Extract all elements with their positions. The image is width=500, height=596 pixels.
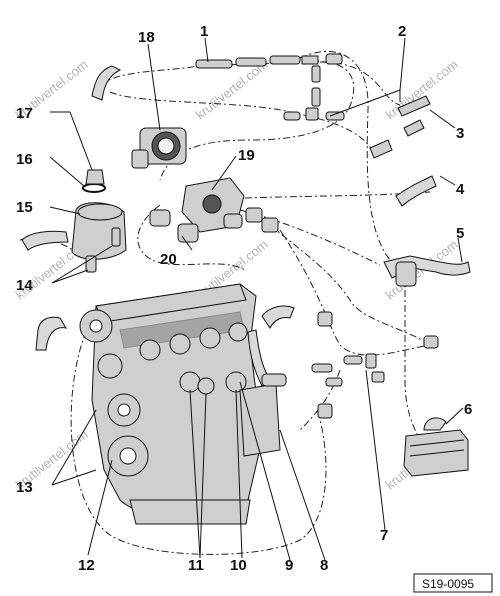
callout-11: 11 (188, 557, 204, 574)
callout-5: 5 (456, 225, 464, 242)
callout-labels: 1 2 3 4 5 6 7 8 9 10 11 12 13 14 15 16 1… (16, 23, 472, 574)
callout-14: 14 (16, 277, 33, 294)
throttle-body (131, 127, 187, 169)
watermark: krutilvertel.com (383, 57, 461, 123)
callout-6: 6 (464, 401, 472, 418)
callout-12: 12 (78, 557, 95, 574)
callout-3: 3 (456, 125, 464, 142)
coolant-flange (149, 177, 279, 243)
callout-2: 2 (398, 23, 406, 40)
callout-13: 13 (16, 479, 33, 496)
leader-lines (49, 37, 464, 561)
heat-exchanger (403, 417, 469, 477)
callout-9: 9 (285, 557, 293, 574)
callout-17: 17 (16, 105, 33, 122)
callout-20: 20 (160, 251, 177, 268)
callout-1: 1 (200, 23, 208, 40)
callout-16: 16 (16, 151, 33, 168)
engine-block (79, 283, 281, 525)
callout-19: 19 (238, 147, 255, 164)
lower-hose-fittings (247, 305, 439, 419)
callout-10: 10 (230, 557, 247, 574)
upper-hose-pipes (91, 53, 431, 159)
callout-8: 8 (320, 557, 328, 574)
figure-reference-code: S19-0095 (422, 577, 474, 591)
callout-18: 18 (138, 29, 155, 46)
callout-15: 15 (16, 199, 33, 216)
right-side-hoses (383, 175, 471, 287)
figure-reference: S19-0095 (413, 573, 493, 593)
callout-4: 4 (456, 181, 465, 198)
callout-7: 7 (380, 527, 388, 544)
left-lower-hose (35, 316, 68, 351)
expansion-tank (21, 169, 127, 273)
